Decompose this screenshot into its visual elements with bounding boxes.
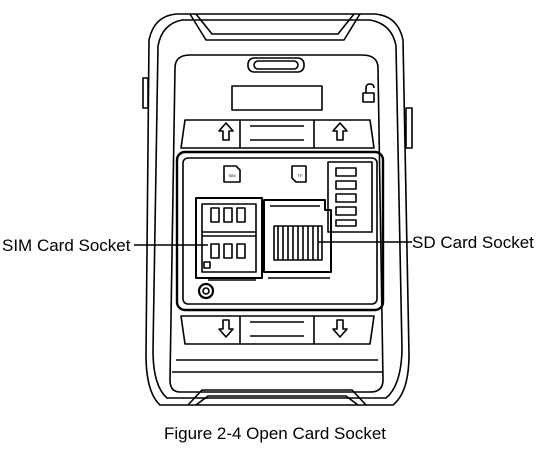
side-connector [327, 161, 373, 233]
sim-card-socket [195, 197, 263, 281]
tf-mark-text: TF [298, 173, 303, 178]
top-slot [247, 57, 305, 73]
left-side-button [142, 77, 149, 109]
tf-slot-mark [291, 165, 307, 183]
round-contact [197, 282, 215, 300]
arrow-down-icon [332, 319, 348, 338]
card-compartment [175, 150, 385, 312]
back-panel [169, 54, 384, 393]
top-latch [180, 119, 375, 149]
figure-caption: Figure 2-4 Open Card Socket [163, 424, 387, 443]
sim-slot-mark [223, 165, 241, 183]
right-side-button [405, 107, 413, 149]
label-window [231, 85, 323, 111]
unlock-icon [362, 83, 375, 103]
sim-card-socket-label: SIM Card Socket [2, 236, 131, 255]
device-outer-shell [145, 13, 410, 406]
device-inner-shell [152, 19, 403, 399]
sd-card-socket [263, 199, 332, 279]
sim-mark-text: SIM [228, 173, 235, 178]
arrow-up-icon [218, 122, 234, 141]
bottom-latch [180, 315, 375, 345]
arrow-up-icon [332, 122, 348, 141]
arrow-down-icon [218, 319, 234, 338]
sd-card-socket-label: SD Card Socket [412, 233, 534, 252]
